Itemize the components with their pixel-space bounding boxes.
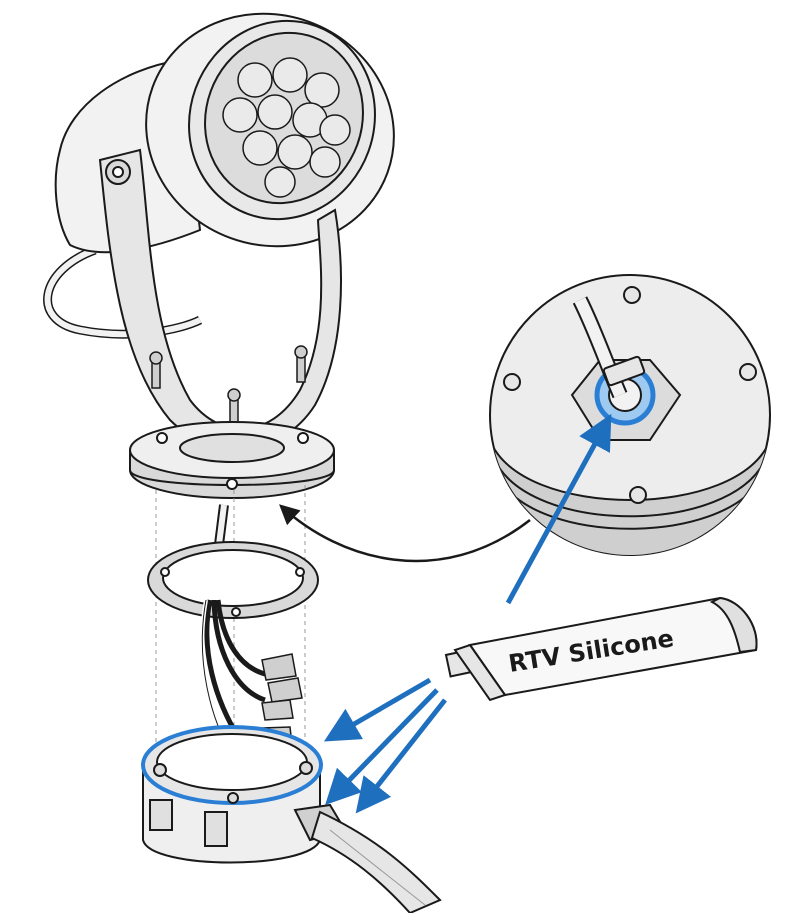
arrow-to-box-rim [323,677,432,742]
silicone-tube [444,596,758,702]
silicone-application-arrows [323,413,612,814]
gasket-ring [147,541,319,619]
detail-pointer-arrow [279,504,531,563]
conduit [293,803,442,913]
led-array [222,57,351,198]
junction-box [141,725,323,864]
arrow-to-box-side [325,688,439,806]
arrow-to-gland [505,413,612,605]
detail-inset [489,274,771,556]
arrow-to-conduit [355,698,447,814]
mounting-screws [149,345,308,426]
spotlight-fixture [43,12,395,499]
